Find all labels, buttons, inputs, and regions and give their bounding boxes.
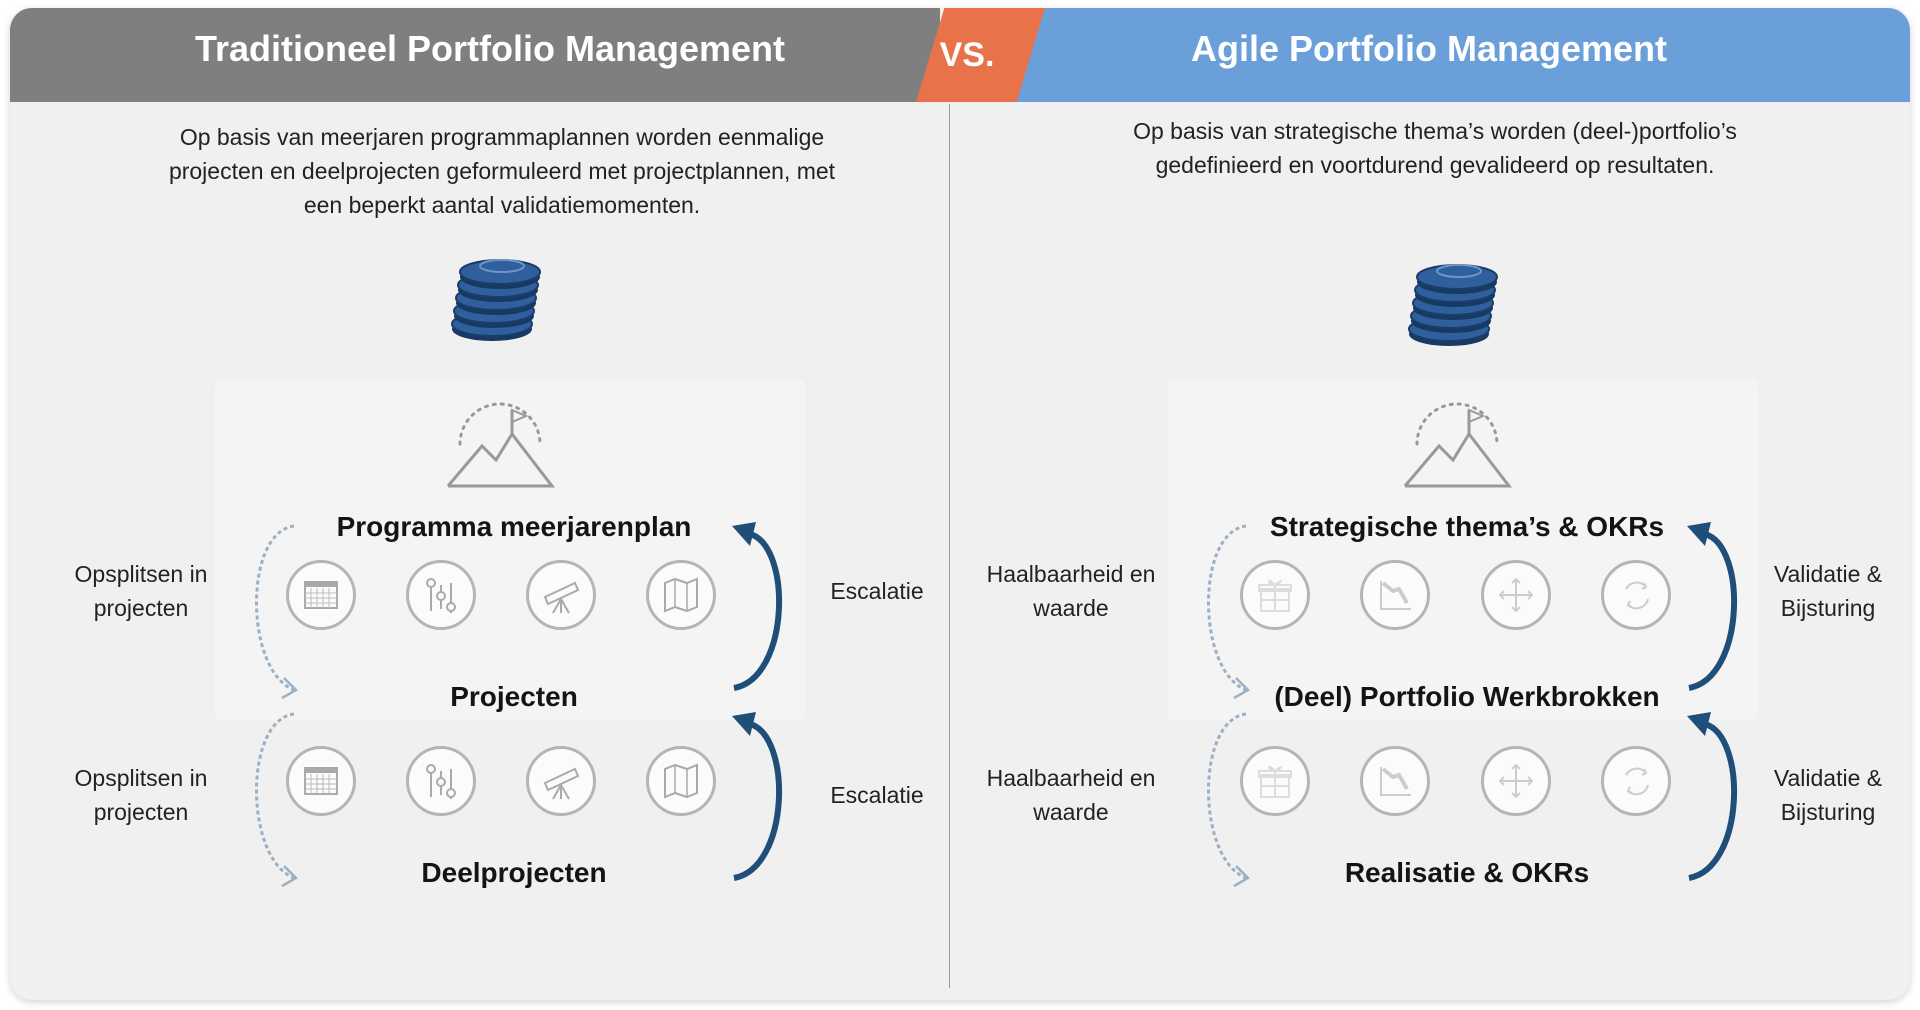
level-title: Deelprojecten [421,857,607,888]
sliders-icon [406,560,476,630]
description-line: projecten en deelprojecten geformuleerd … [168,158,836,184]
map-icon [646,560,716,630]
label-line: projecten [93,799,189,825]
level-title: Programma meerjarenplan [336,511,692,542]
split-dashed-arrow-icon [1190,520,1254,700]
escalation-arrow-icon [1685,516,1755,694]
right-flow-label: Validatie & Bijsturing [1774,761,1882,829]
agile-title: Agile Portfolio Management [1190,28,1668,69]
escalation-arrow-icon [730,706,800,884]
split-dashed-arrow-icon [1190,708,1254,888]
left-flow-label: Haalbaarheid en waarde [987,761,1156,829]
level-title: Projecten [450,681,578,712]
agile-header [1010,8,1910,102]
coins-stack-icon [442,246,558,362]
label-line: Haalbaarheid en [986,765,1156,791]
right-flow-label: Validatie & Bijsturing [1774,557,1882,625]
coins-stack-icon [1399,251,1515,367]
column-divider [949,104,950,988]
gift-icon [1240,746,1310,816]
agile-panel [1168,380,1758,720]
mountain-flag-icon [442,392,558,490]
traditional-description: Op basis van meerjaren programmaplannen … [169,120,835,222]
telescope-icon [526,746,596,816]
comparison-card: Traditioneel Portfolio Management VS. Ag… [10,8,1910,1000]
label-line: Opsplitsen in [74,561,208,587]
traditional-header [10,8,940,102]
description-line: een beperkt aantal validatiemomenten. [303,192,701,218]
arrows-out-icon [1481,560,1551,630]
cycle-icon [1601,746,1671,816]
gift-icon [1240,560,1310,630]
left-flow-label: Opsplitsen in projecten [75,761,208,829]
calendar-icon [286,560,356,630]
arrows-out-icon [1481,746,1551,816]
sliders-icon [406,746,476,816]
mountain-flag-icon [1399,392,1515,490]
right-flow-label: Escalatie [830,782,924,808]
chart-down-icon [1360,560,1430,630]
label-line: Bijsturing [1780,595,1876,621]
level-title: (Deel) Portfolio Werkbrokken [1274,681,1660,712]
right-flow-label: Escalatie [830,578,924,604]
level-title: Strategische thema’s & OKRs [1269,511,1665,542]
left-flow-label: Haalbaarheid en waarde [987,557,1156,625]
label-line: waarde [1033,799,1109,825]
escalation-arrow-icon [1685,706,1755,884]
label-line: Validatie & [1773,765,1883,791]
telescope-icon [526,560,596,630]
agile-description: Op basis van strategische thema’s worden… [1133,114,1737,182]
split-dashed-arrow-icon [238,520,302,700]
traditional-title: Traditioneel Portfolio Management [194,28,786,69]
description-line: gedefinieerd en voortdurend gevalideerd … [1155,152,1715,178]
label-line: Haalbaarheid en [986,561,1156,587]
vs-label: VS. [939,36,995,74]
map-icon [646,746,716,816]
split-dashed-arrow-icon [238,708,302,888]
escalation-arrow-icon [730,516,800,694]
label-line: Validatie & [1773,561,1883,587]
label-line: Bijsturing [1780,799,1876,825]
description-line: Op basis van strategische thema’s worden… [1133,118,1737,144]
description-line: Op basis van meerjaren programmaplannen … [179,124,825,150]
cycle-icon [1601,560,1671,630]
label-line: Opsplitsen in [74,765,208,791]
label-line: projecten [93,595,189,621]
chart-down-icon [1360,746,1430,816]
left-flow-label: Opsplitsen in projecten [75,557,208,625]
level-title: Realisatie & OKRs [1344,857,1590,888]
label-line: waarde [1033,595,1109,621]
calendar-icon [286,746,356,816]
